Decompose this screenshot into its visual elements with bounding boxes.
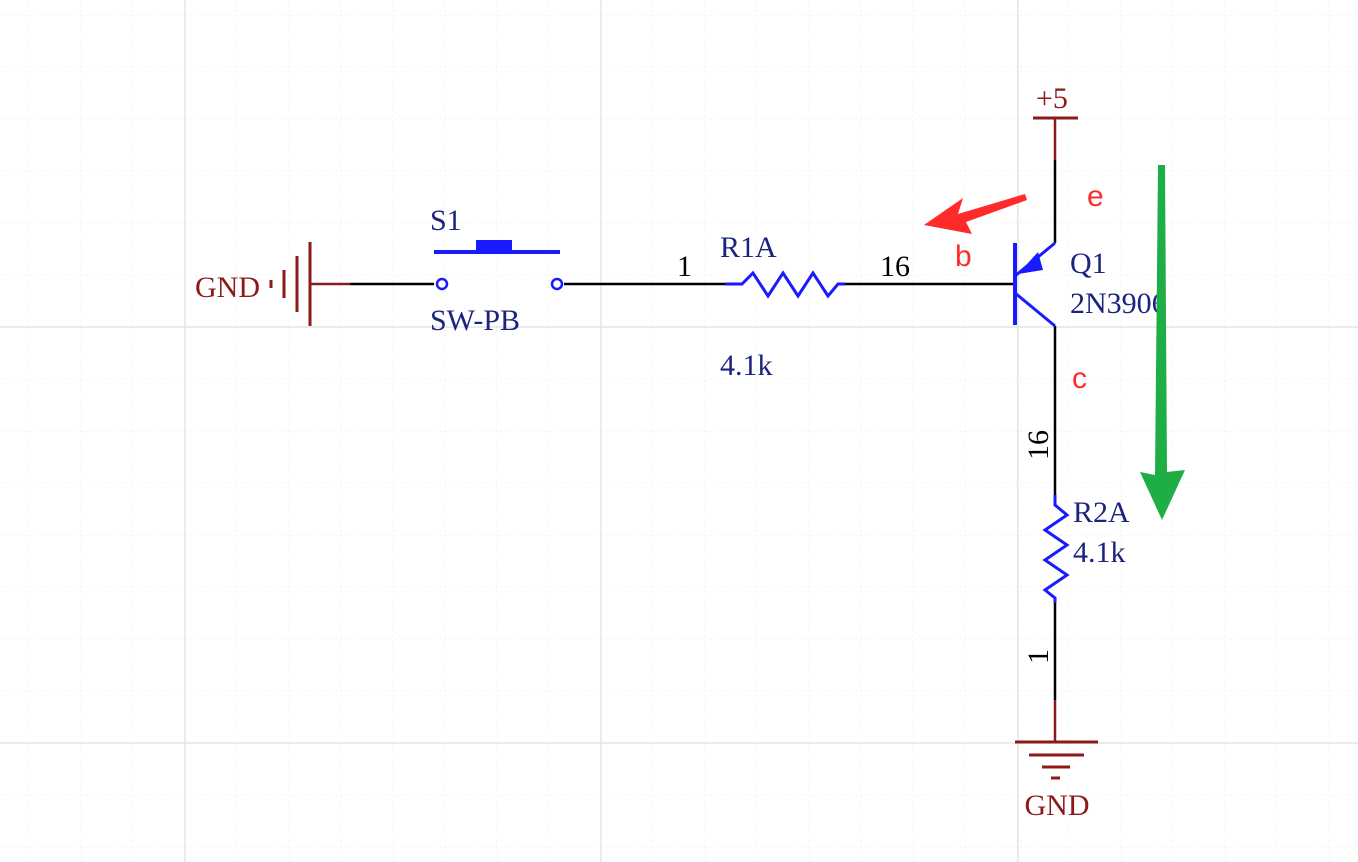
q1-part-number: 2N3906 xyxy=(1070,287,1167,320)
vcc-label: +5 xyxy=(1036,82,1068,115)
resistor-r1a[interactable]: R1A 4.1k 1 16 xyxy=(677,231,910,382)
r1a-pin-left: 1 xyxy=(677,250,692,283)
resistor-r2a[interactable]: R2A 4.1k 16 1 xyxy=(1022,430,1130,664)
switch-s1[interactable]: S1 SW-PB xyxy=(430,204,564,337)
gnd-bottom-label: GND xyxy=(1025,789,1090,822)
switch-designator: S1 xyxy=(430,204,462,237)
switch-contact-left xyxy=(435,277,449,291)
r1a-designator: R1A xyxy=(720,231,777,264)
resistor-r1a-zigzag xyxy=(725,270,845,299)
r2a-pin-top: 16 xyxy=(1022,430,1055,460)
wires xyxy=(310,118,1057,742)
red-arrow-icon xyxy=(924,194,1027,234)
r2a-pin-bottom: 1 xyxy=(1022,649,1055,664)
annotation-base-label: b xyxy=(955,240,972,273)
switch-contact-right xyxy=(550,277,564,291)
resistor-r2a-zigzag xyxy=(1042,495,1070,603)
green-arrow-icon xyxy=(1140,165,1185,520)
switch-button-cap xyxy=(476,240,512,252)
r2a-designator: R2A xyxy=(1073,496,1130,529)
r1a-value: 4.1k xyxy=(720,349,773,382)
gnd-left-label: GND xyxy=(195,271,260,304)
annotation-collector-label: c xyxy=(1072,362,1087,395)
annotations: e b c xyxy=(924,165,1185,520)
r1a-pin-right: 16 xyxy=(880,250,910,283)
q1-designator: Q1 xyxy=(1070,247,1107,280)
vcc-port[interactable]: +5 xyxy=(1033,82,1078,120)
transistor-q1[interactable]: Q1 2N3906 xyxy=(1013,241,1167,328)
r2a-value: 4.1k xyxy=(1073,536,1126,569)
gnd-bottom-symbol[interactable]: GND xyxy=(1015,740,1098,822)
switch-value: SW-PB xyxy=(430,304,520,337)
gnd-left-symbol[interactable]: GND xyxy=(195,242,312,326)
annotation-emitter-label: e xyxy=(1087,180,1104,213)
q1-collector-leg xyxy=(1014,291,1056,328)
q1-emitter-arrow xyxy=(1018,252,1043,274)
